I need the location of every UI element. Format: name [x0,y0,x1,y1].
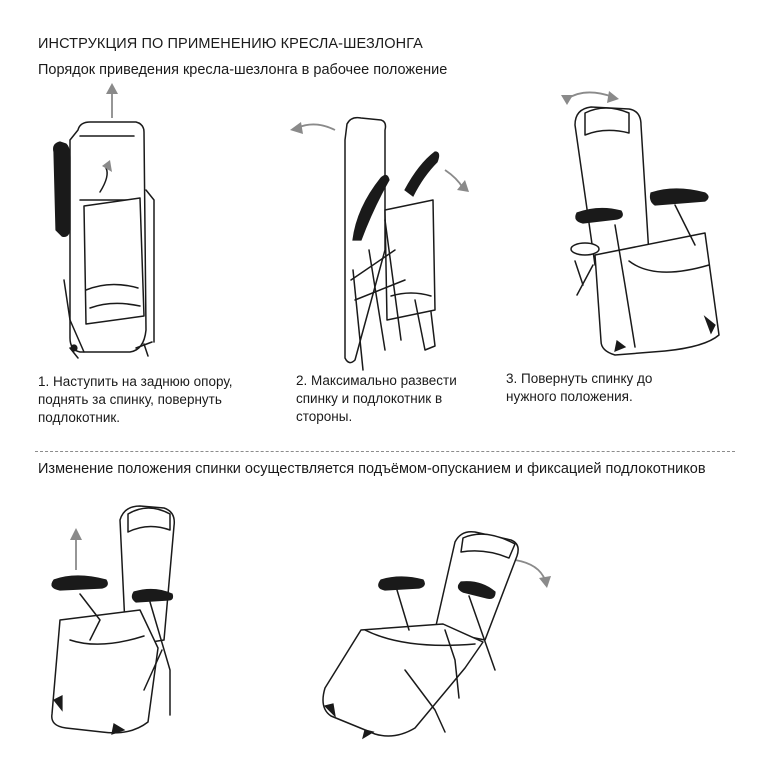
chair-raise-back-icon [40,500,200,750]
page-subtitle: Порядок приведения кресла-шезлонга в раб… [38,62,448,78]
chair-reclined-icon [305,520,565,755]
section-2-text: Изменение положения спинки осуществляетс… [38,461,706,477]
step-3-text: 3. Повернуть спинку до нужного положения… [506,371,653,404]
unfolding-chair-icon [285,100,485,385]
section-divider [35,451,735,452]
step-2-text: 2. Максимально развести спинку и подлоко… [296,373,457,424]
folded-chair-icon [40,80,170,375]
chair-upright-icon [555,85,735,370]
page-title: ИНСТРУКЦИЯ ПО ПРИМЕНЕНИЮ КРЕСЛА-ШЕЗЛОНГА [38,36,423,52]
step-1-text: 1. Наступить на заднюю опору, поднять за… [38,374,233,425]
